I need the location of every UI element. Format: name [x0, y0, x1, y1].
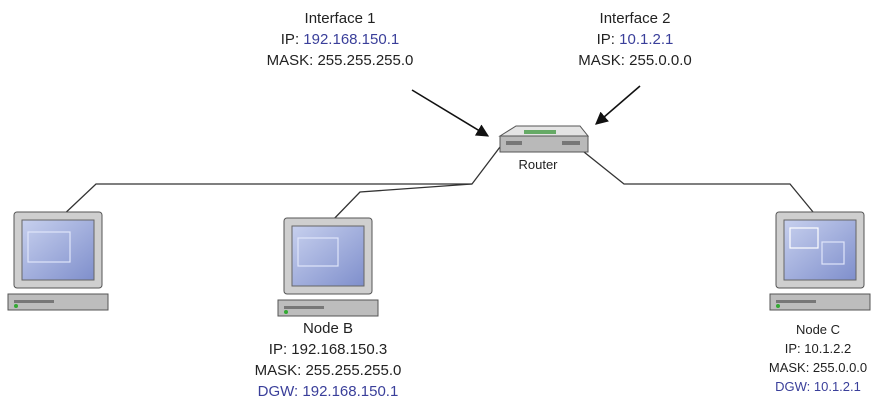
- interface1-title: Interface 1: [304, 10, 376, 27]
- router-icon: [498, 125, 590, 153]
- router-label: Router: [518, 157, 558, 172]
- computer-icon: [7, 211, 109, 311]
- interface2-label: Interface 2 IP: 10.1.2.1 MASK: 255.0.0.0: [560, 8, 710, 71]
- nodeC-name: Node C: [795, 322, 841, 337]
- arrow-interface2: [595, 85, 641, 125]
- interface1-mask: MASK: 255.255.255.0: [266, 52, 414, 69]
- interface1-label: Interface 1 IP: 192.168.150.1 MASK: 255.…: [255, 8, 425, 71]
- network-links: [59, 146, 819, 225]
- nodeB-label: Node B IP: 192.168.150.3 MASK: 255.255.2…: [228, 318, 428, 402]
- nodeB-ip: IP: 192.168.150.3: [268, 341, 388, 358]
- nodeB-dgw: DGW: 192.168.150.1: [257, 383, 399, 400]
- computer-icon: [769, 211, 871, 311]
- nodeB-mask: MASK: 255.255.255.0: [254, 362, 402, 379]
- nodeC-ip: IP: 10.1.2.2: [784, 341, 852, 356]
- nodeC-mask: MASK: 255.0.0.0: [768, 360, 868, 375]
- link-nodeB-router: [328, 183, 473, 225]
- interface2-title: Interface 2: [599, 10, 671, 27]
- arrow-interface1: [411, 89, 490, 137]
- computer-icon: [277, 217, 379, 317]
- nodeC-label: Node C IP: 10.1.2.2 MASK: 255.0.0.0 DGW:…: [762, 320, 874, 396]
- nodeB-name: Node B: [302, 320, 354, 337]
- link-router-nodeC: [583, 151, 819, 219]
- interface2-mask: MASK: 255.0.0.0: [578, 52, 692, 69]
- link-nodeA-router: [59, 146, 501, 219]
- nodeC-dgw: DGW: 10.1.2.1: [775, 379, 861, 394]
- interface2-ip: IP: 10.1.2.1: [596, 31, 674, 48]
- interface1-ip: IP: 192.168.150.1: [280, 31, 400, 48]
